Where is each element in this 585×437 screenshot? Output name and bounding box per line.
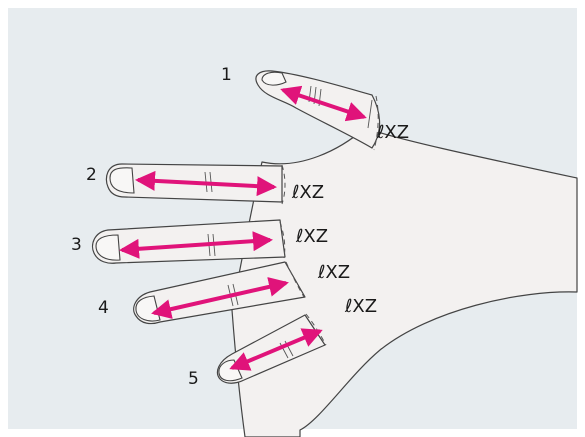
thumb-base-crease (367, 99, 373, 129)
finger-3-length-label: ℓXZ (295, 226, 328, 247)
finger-5-number: 5 (188, 369, 199, 389)
finger-1-length-label: ℓXZ (376, 122, 409, 143)
finger-3-base-line (279, 221, 286, 259)
finger-2-nail (109, 167, 135, 194)
finger-3-number: 3 (71, 235, 82, 255)
hand-shape (91, 70, 578, 437)
length-labels: ℓXZ ℓXZ ℓXZ ℓXZ ℓXZ (291, 122, 409, 317)
finger-5-arrow (229, 328, 323, 371)
finger-4-number: 4 (98, 298, 109, 318)
finger-2-number: 2 (86, 165, 97, 185)
finger-1-nail (261, 71, 287, 86)
finger-1-number: 1 (221, 65, 232, 85)
finger-numbers: 1 2 3 4 5 (71, 65, 232, 389)
finger-4-base-line (285, 261, 305, 298)
measurement-arrows (119, 85, 367, 371)
finger-1-arrow (280, 85, 367, 122)
finger-1-base-line (373, 95, 379, 151)
finger-2-arrow (135, 170, 277, 197)
finger-5-length-label: ℓXZ (344, 296, 377, 317)
finger-2-base-line (281, 164, 286, 205)
finger-4-length-label: ℓXZ (317, 262, 350, 283)
finger-3-nail (95, 234, 121, 261)
finger-3-arrow (119, 231, 273, 259)
finger-2-length-label: ℓXZ (291, 182, 324, 203)
finger-4-arrow (151, 277, 289, 319)
